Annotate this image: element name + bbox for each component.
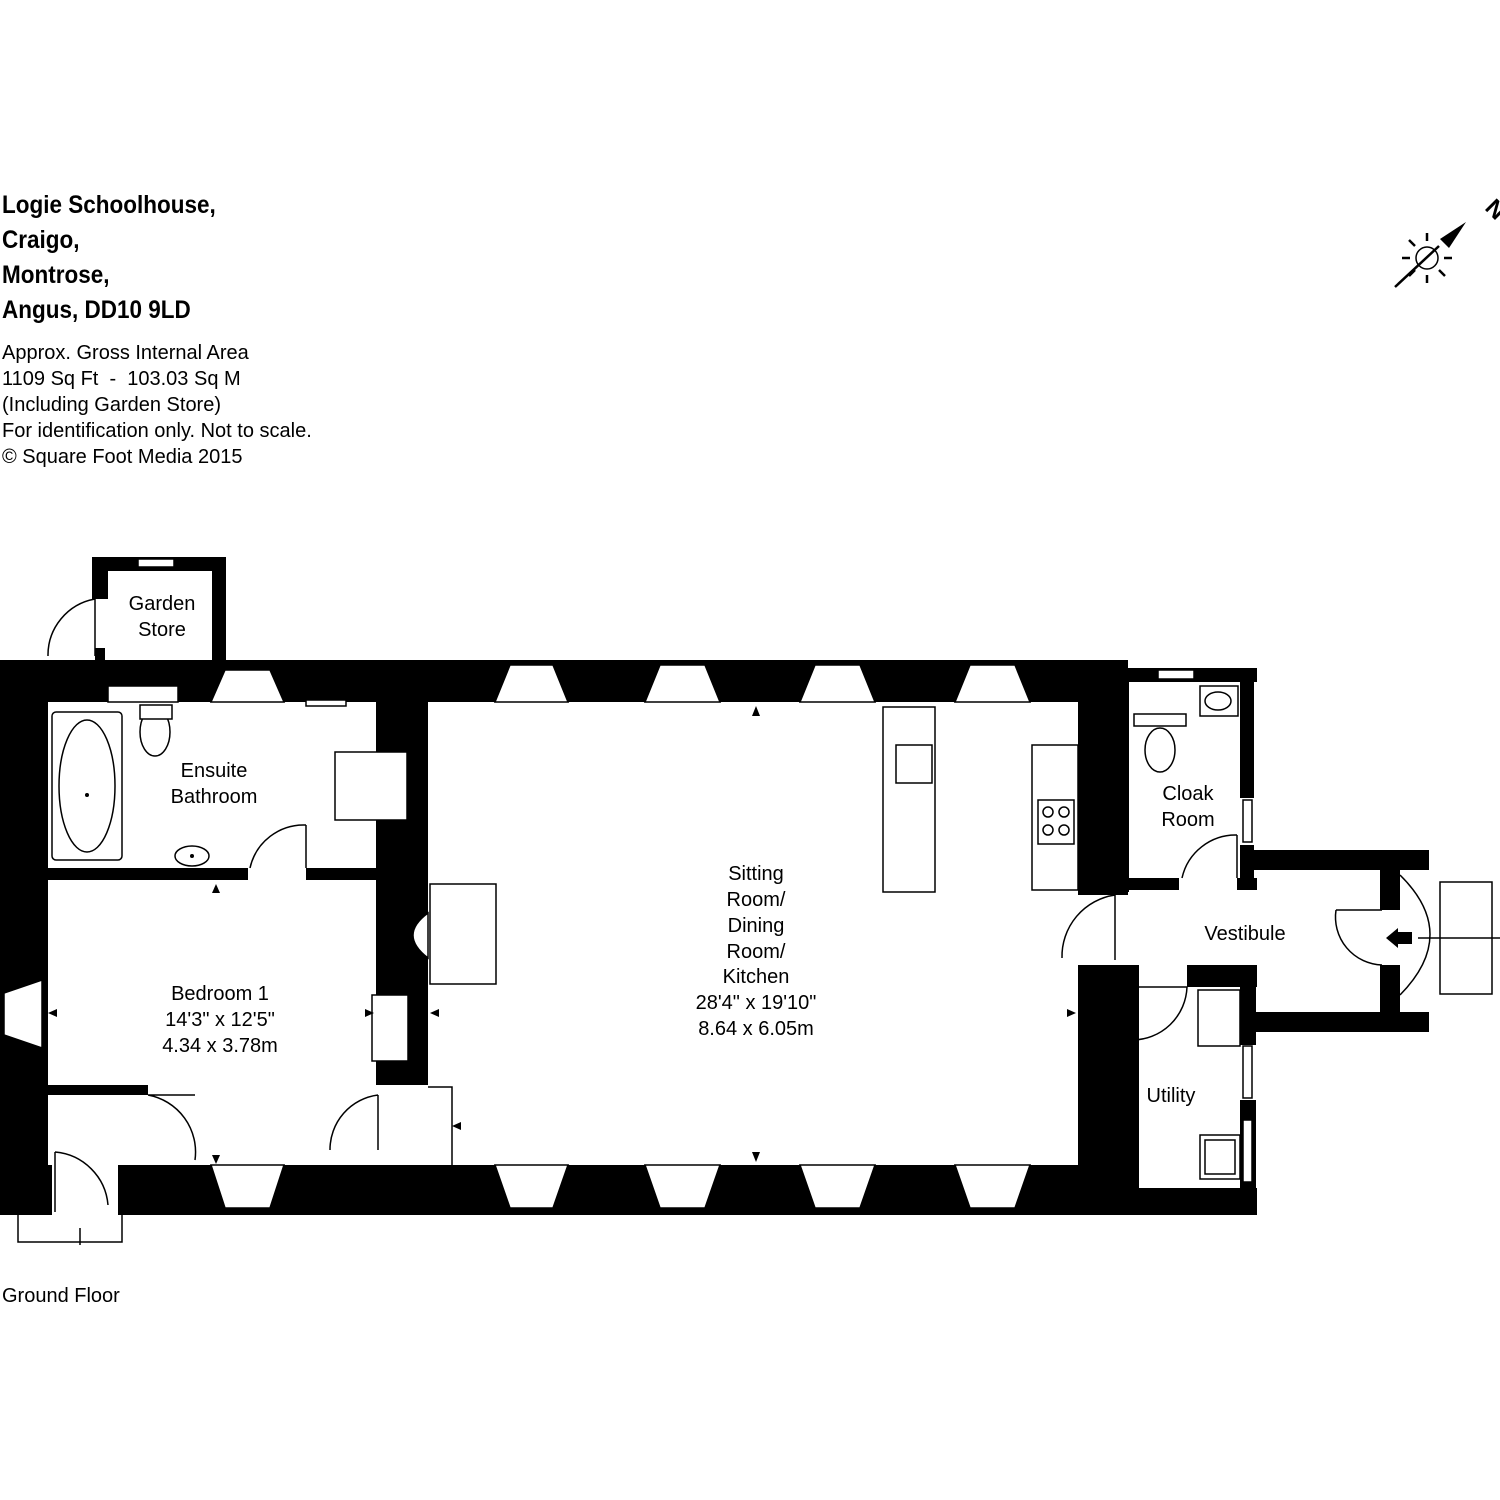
- compass-icon: N: [1394, 194, 1500, 288]
- sitting-label-3: Dining: [728, 915, 785, 937]
- north-label: N: [1480, 194, 1500, 225]
- sitting-label-4: Room/: [727, 941, 786, 963]
- vestibule-label: Vestibule: [1204, 923, 1285, 945]
- cloak-label-1: Cloak: [1162, 783, 1214, 805]
- markers: [48, 706, 1076, 1164]
- fixtures: [17, 685, 1500, 1245]
- doors: [47, 598, 1383, 1212]
- sitting-label-2: Room/: [727, 889, 786, 911]
- ensuite-label-1: Ensuite: [181, 760, 248, 782]
- area-info-line-1: Approx. Gross Internal Area: [2, 342, 249, 364]
- area-info-line-4: For identification only. Not to scale.: [2, 420, 312, 442]
- ensuite-label-2: Bathroom: [171, 786, 258, 808]
- bedroom1-metric: 4.34 x 3.78m: [162, 1035, 278, 1057]
- sitting-label-1: Sitting: [728, 863, 784, 885]
- sitting-imperial: 28'4" x 19'10": [696, 992, 817, 1014]
- area-info-line-3: (Including Garden Store): [2, 394, 222, 416]
- room-labels: Garden Store Ensuite Bathroom Bedroom 1 …: [129, 593, 1286, 1107]
- walls: [0, 557, 1429, 1215]
- cloak-label-2: Room: [1161, 809, 1214, 831]
- address-line-1: Logie Schoolhouse,: [2, 191, 216, 219]
- sitting-metric: 8.64 x 6.05m: [698, 1018, 814, 1040]
- area-info: Approx. Gross Internal Area 1109 Sq Ft -…: [2, 340, 312, 470]
- windows: [3, 558, 1253, 1209]
- area-info-line-2: 1109 Sq Ft - 103.03 Sq M: [2, 368, 241, 390]
- garden-store-label-1: Garden: [129, 593, 196, 615]
- address-line-3: Montrose,: [2, 261, 110, 289]
- bedroom1-label: Bedroom 1: [171, 983, 269, 1005]
- floor-label: Ground Floor: [2, 1285, 120, 1307]
- garden-store-label-2: Store: [138, 619, 186, 641]
- area-info-line-5: © Square Foot Media 2015: [2, 446, 243, 468]
- property-address: Logie Schoolhouse, Craigo, Montrose, Ang…: [2, 188, 216, 328]
- address-line-4: Angus, DD10 9LD: [2, 296, 191, 324]
- address-line-2: Craigo,: [2, 226, 80, 254]
- bedroom1-imperial: 14'3" x 12'5": [165, 1009, 275, 1031]
- sitting-label-5: Kitchen: [723, 966, 790, 988]
- utility-label: Utility: [1147, 1085, 1196, 1107]
